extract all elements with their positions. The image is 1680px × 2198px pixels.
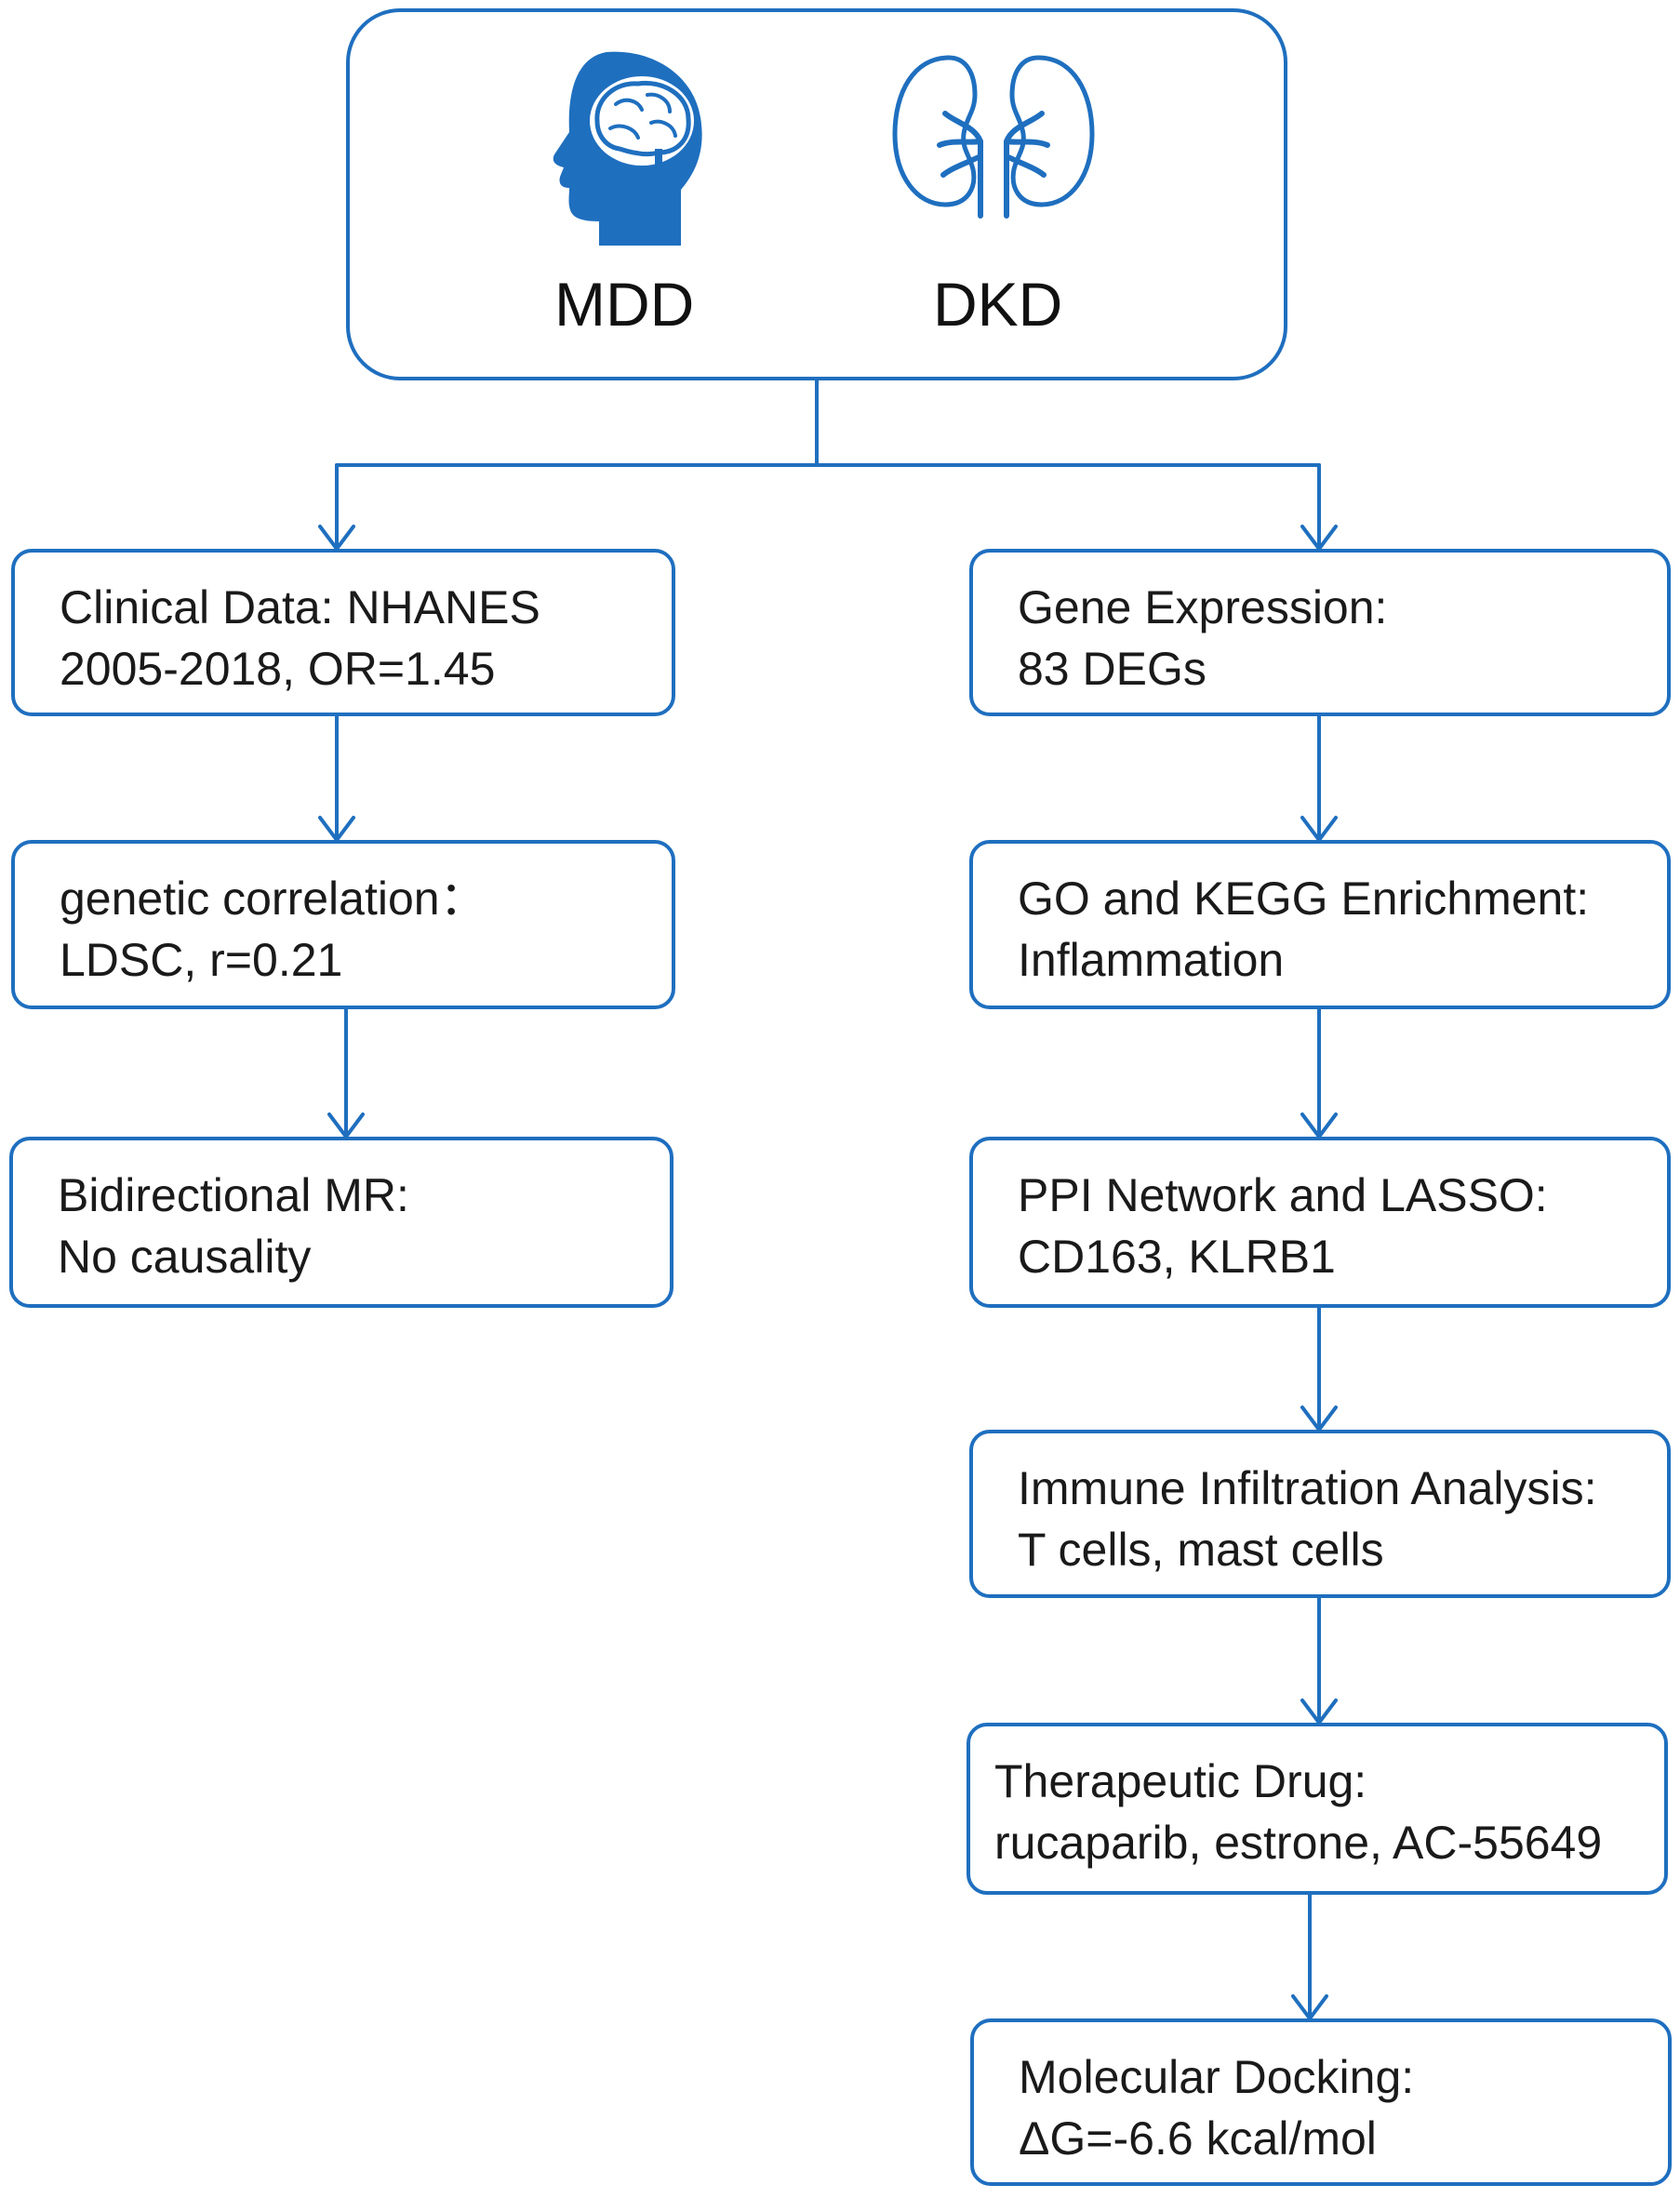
box-line-1: genetic correlation：	[60, 873, 487, 925]
left-box-bidirectional-mr: Bidirectional MR: No causality	[9, 1137, 673, 1308]
box-line-1: Bidirectional MR:	[58, 1169, 409, 1221]
box-line-1: PPI Network and LASSO:	[1018, 1169, 1548, 1221]
box-line-2: T cells, mast cells	[1018, 1524, 1384, 1576]
box-line-1: Gene Expression:	[1018, 581, 1388, 633]
box-line-1: GO and KEGG Enrichment:	[1018, 873, 1590, 925]
box-line-1: Molecular Docking:	[1019, 2051, 1415, 2103]
box-line-1: Immune Infiltration Analysis:	[1018, 1462, 1597, 1514]
mdd-label: MDD	[554, 270, 695, 339]
box-line-2: LDSC, r=0.21	[60, 934, 343, 986]
right-box-ppi-lasso: PPI Network and LASSO: CD163, KLRB1	[969, 1137, 1671, 1308]
left-box-clinical-data: Clinical Data: NHANES 2005-2018, OR=1.45	[11, 549, 675, 716]
box-line-2: 83 DEGs	[1018, 643, 1207, 695]
box-line-2: rucaparib, estrone, AC-55649	[994, 1817, 1603, 1869]
box-line-2: No causality	[58, 1231, 312, 1283]
right-box-molecular-docking: Molecular Docking: ΔG=-6.6 kcal/mol	[970, 2018, 1672, 2186]
box-line-2: Inflammation	[1018, 934, 1285, 986]
box-line-1: Clinical Data: NHANES	[60, 581, 540, 633]
right-box-immune-infiltration: Immune Infiltration Analysis: T cells, m…	[969, 1430, 1671, 1598]
kidneys-icon	[892, 55, 1095, 219]
dkd-label: DKD	[933, 270, 1063, 339]
right-box-gene-expression: Gene Expression: 83 DEGs	[969, 549, 1671, 716]
head-brain-icon	[553, 51, 702, 246]
box-line-1: Therapeutic Drug:	[994, 1755, 1367, 1807]
box-line-2: 2005-2018, OR=1.45	[60, 643, 496, 695]
box-line-2: CD163, KLRB1	[1018, 1231, 1336, 1283]
right-box-go-kegg: GO and KEGG Enrichment: Inflammation	[969, 840, 1671, 1009]
left-box-genetic-correlation: genetic correlation： LDSC, r=0.21	[11, 840, 675, 1009]
diseases-header-box	[346, 8, 1287, 380]
right-box-therapeutic-drug: Therapeutic Drug: rucaparib, estrone, AC…	[967, 1723, 1668, 1895]
box-line-2: ΔG=-6.6 kcal/mol	[1019, 2112, 1377, 2165]
